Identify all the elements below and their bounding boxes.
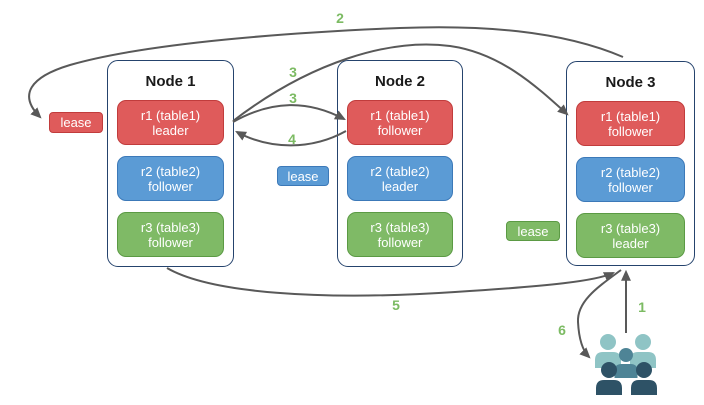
- step-label-1: 1: [638, 299, 646, 315]
- user-back-right: [630, 334, 656, 368]
- replica-name: r1 (table1): [140, 107, 201, 123]
- replica-name: r3 (table3): [600, 220, 661, 236]
- replica-role: follower: [608, 179, 653, 195]
- node-3-replica-r1: r1 (table1) follower: [576, 101, 685, 146]
- user-middle: [614, 348, 638, 378]
- node-1-replica-r3: r3 (table3) follower: [117, 212, 224, 257]
- node-1-title: Node 1: [145, 73, 196, 90]
- replica-role: follower: [148, 178, 193, 194]
- node-2-replica-r3: r3 (table3) follower: [347, 212, 453, 257]
- step-label-5: 5: [392, 297, 400, 313]
- replica-name: r2 (table2): [600, 164, 661, 180]
- arrow-step5-node1-to-node3: [166, 267, 615, 297]
- lease-badge-table1: lease: [49, 112, 103, 133]
- node-3-replica-r2: r2 (table2) follower: [576, 157, 685, 202]
- step-label-4: 4: [288, 131, 296, 147]
- arrow-step3-node1-to-node2: [232, 104, 346, 123]
- node-2-replica-r2: r2 (table2) leader: [347, 156, 453, 201]
- node-2-replica-r1: r1 (table1) follower: [347, 100, 453, 145]
- node-1-replica-r2: r2 (table2) follower: [117, 156, 224, 201]
- replica-name: r3 (table3): [140, 219, 201, 235]
- replica-role: follower: [608, 123, 653, 139]
- user-front-right: [631, 362, 657, 395]
- node-3-title: Node 3: [605, 74, 656, 91]
- replica-name: r1 (table1): [370, 107, 430, 123]
- replica-role: follower: [377, 234, 423, 250]
- step-label-6: 6: [558, 322, 566, 338]
- node-3-replica-r3: r3 (table3) leader: [576, 213, 685, 258]
- replica-name: r1 (table1): [600, 108, 661, 124]
- node-2: Node 2 r1 (table1) follower r2 (table2) …: [337, 60, 463, 267]
- step-label-2: 2: [336, 10, 344, 26]
- lease-badge-table3: lease: [506, 221, 560, 241]
- node-1-replica-r1: r1 (table1) leader: [117, 100, 224, 145]
- node-1: Node 1 r1 (table1) leader r2 (table2) fo…: [107, 60, 234, 267]
- step-label-3b: 3: [289, 90, 297, 106]
- replica-name: r2 (table2): [140, 163, 201, 179]
- replica-role: leader: [612, 235, 649, 251]
- node-3: Node 3 r1 (table1) follower r2 (table2) …: [566, 61, 695, 266]
- replica-role: follower: [148, 234, 193, 250]
- replica-role: follower: [377, 122, 423, 138]
- replica-role: leader: [152, 122, 189, 138]
- replica-name: r2 (table2): [370, 163, 430, 179]
- users-group-icon: [595, 334, 657, 395]
- lease-badge-table2: lease: [277, 166, 329, 186]
- step-label-3a: 3: [289, 64, 297, 80]
- replica-role: leader: [381, 178, 419, 194]
- user-front-left: [596, 362, 622, 395]
- replica-name: r3 (table3): [370, 219, 430, 235]
- node-2-title: Node 2: [374, 73, 425, 90]
